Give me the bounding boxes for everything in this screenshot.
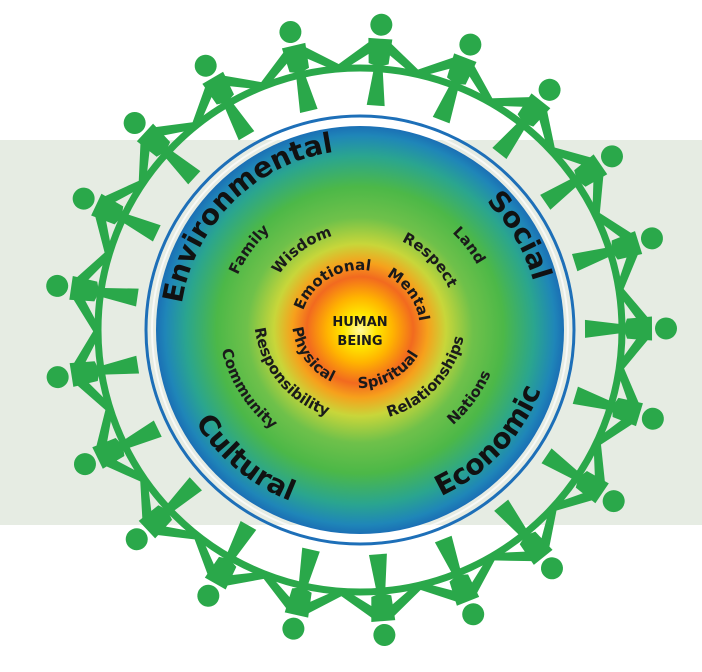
person-figure bbox=[72, 179, 161, 256]
person-figure bbox=[125, 477, 202, 551]
center-label-line2: BEING bbox=[337, 334, 382, 349]
person-figure bbox=[73, 407, 162, 483]
person-figure bbox=[584, 286, 677, 371]
person-figure bbox=[261, 547, 344, 640]
person-figure bbox=[415, 33, 494, 124]
outer-ring-line bbox=[144, 114, 576, 546]
person-figure bbox=[541, 441, 625, 513]
person-figure bbox=[571, 211, 663, 292]
person-figure bbox=[193, 520, 267, 607]
person-figure bbox=[540, 145, 623, 217]
person-figure bbox=[339, 553, 423, 647]
person-figure bbox=[488, 78, 561, 159]
people-ring bbox=[46, 13, 677, 647]
person-figure bbox=[336, 13, 421, 107]
person-figure bbox=[123, 111, 201, 185]
center-label-line1: HUMAN bbox=[332, 315, 387, 330]
person-figure bbox=[491, 499, 563, 580]
person-figure bbox=[572, 365, 664, 447]
person-figure bbox=[46, 328, 140, 412]
person-figure bbox=[417, 535, 496, 626]
person-figure bbox=[191, 54, 265, 141]
person-figure bbox=[259, 21, 342, 113]
outer-ring-line-inner bbox=[151, 121, 569, 539]
person-figure bbox=[46, 250, 139, 334]
wellness-disc bbox=[156, 126, 564, 534]
